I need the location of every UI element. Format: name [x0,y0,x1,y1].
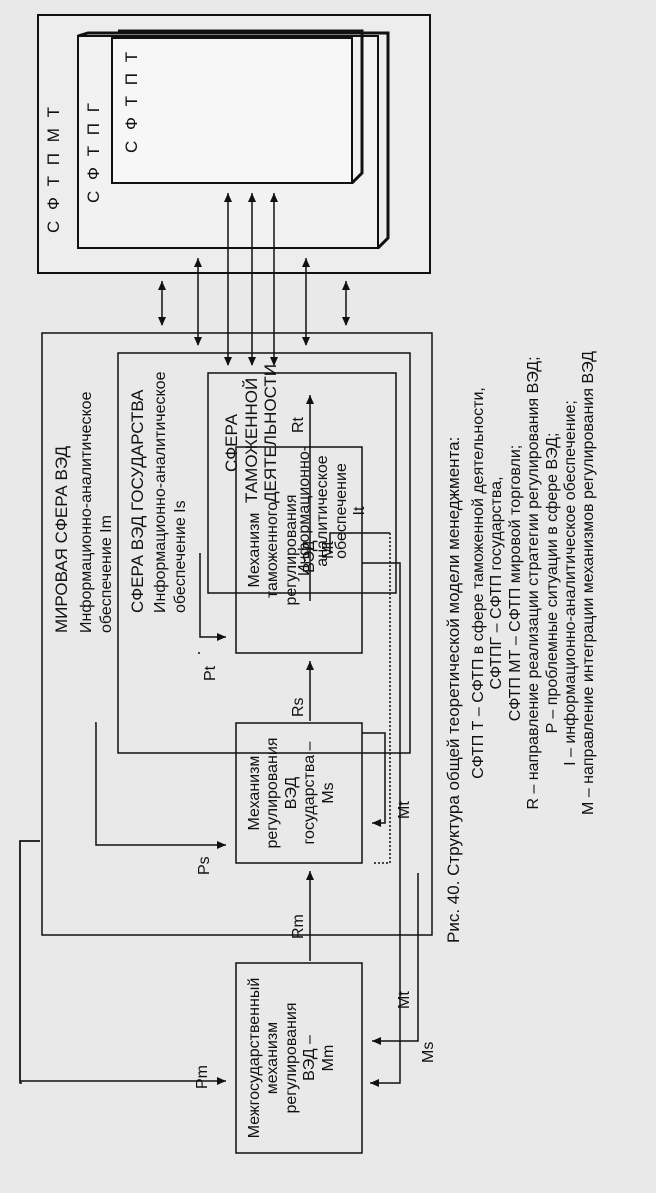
mech-m-line-1: Межгосударственный [246,977,263,1139]
mech-m-label: Межгосударственный механизм регулировани… [246,967,338,1149]
caption-line-5: P – проблемные ситуации в сфере ВЭД; [543,432,561,734]
mech-m-line-5: Mm [319,1044,337,1072]
signal-mt-a: Mt [396,801,413,819]
mech-s-line-5: Ms [319,782,337,804]
mech-m-line-4: ВЭД – [301,1035,319,1081]
sftp-t-label: С Ф Т П Т [122,48,141,153]
world-title: МИРОВАЯ СФЕРА ВЭД [52,446,71,633]
signal-ms: Ms [420,1041,437,1063]
mech-m-box [235,962,363,1154]
mech-t-line-3: регулирования [282,494,300,606]
signal-rm: Rm [290,914,307,939]
world-info-2: обеспечение Im [98,515,115,633]
signal-mt-b: Mt [396,991,413,1009]
signal-rs: Rs [290,697,307,717]
mech-s-line-1: Механизм [246,755,263,831]
customs-title-1: СФЕРА [222,413,241,473]
caption-line-6: I – информационно-аналитическое обеспече… [561,400,579,766]
mech-t-line-5: Mt [319,541,337,559]
mech-s-label: Механизм регулирования ВЭД государства –… [246,729,338,857]
sftp-t-shadow [118,29,364,185]
sftp-t-box [111,37,353,184]
mech-s-line-2: регулирования [264,737,282,849]
world-sphere-box [41,332,433,936]
mech-t-label: Механизм таможенного регулирования ВЭД –… [246,457,338,643]
mech-s-box [235,722,363,864]
mech-s-line-4: государства – [301,741,319,845]
mech-m-line-3: регулирования [282,1002,300,1114]
caption-title: Рис. 40. Структура общей теоретической м… [444,436,463,943]
signal-pt: Pt [202,665,219,681]
mech-s-line-3: ВЭД [282,776,300,810]
state-title: СФЕРА ВЭД ГОСУДАРСТВА [128,389,147,613]
world-info-1: Информационно-аналитическое [78,391,95,633]
sftp-g-label: С Ф Т П Г [84,100,103,203]
state-info-2: обеспечение Is [172,500,189,613]
state-sphere-box [117,352,411,754]
mech-t-line-1: Механизм [246,512,263,588]
signal-ps: Ps [196,856,213,875]
state-info-1: Информационно-аналитическое [152,371,169,613]
signal-pm: Pm [194,1065,211,1089]
caption-line-4: R – направление реализации стратегии рег… [525,356,543,810]
customs-info-4: It [351,506,369,516]
mech-t-line-2: таможенного [264,501,282,599]
customs-sphere-box [207,372,397,594]
caption-line-3: СФТП МТ – СФТП мировой торговли; [506,444,524,722]
caption-line-7: M – направление интеграции механизмов ре… [580,351,598,815]
sftp-g-shadow [77,31,390,250]
sftp-mt-label: С Ф Т П М Т [44,104,63,233]
caption-body: СФТП Т – СФТП в сфере таможенной деятель… [470,273,599,893]
mech-m-line-2: механизм [264,1021,282,1095]
mech-t-line-4: ВЭД – [301,527,319,573]
caption-line-2: СФТПГ – СФТП государства, [488,476,506,690]
signal-rt: Rt [290,417,307,433]
caption-line-1: СФТП Т – СФТП в сфере таможенной деятель… [470,387,487,779]
mech-t-box [235,446,363,654]
